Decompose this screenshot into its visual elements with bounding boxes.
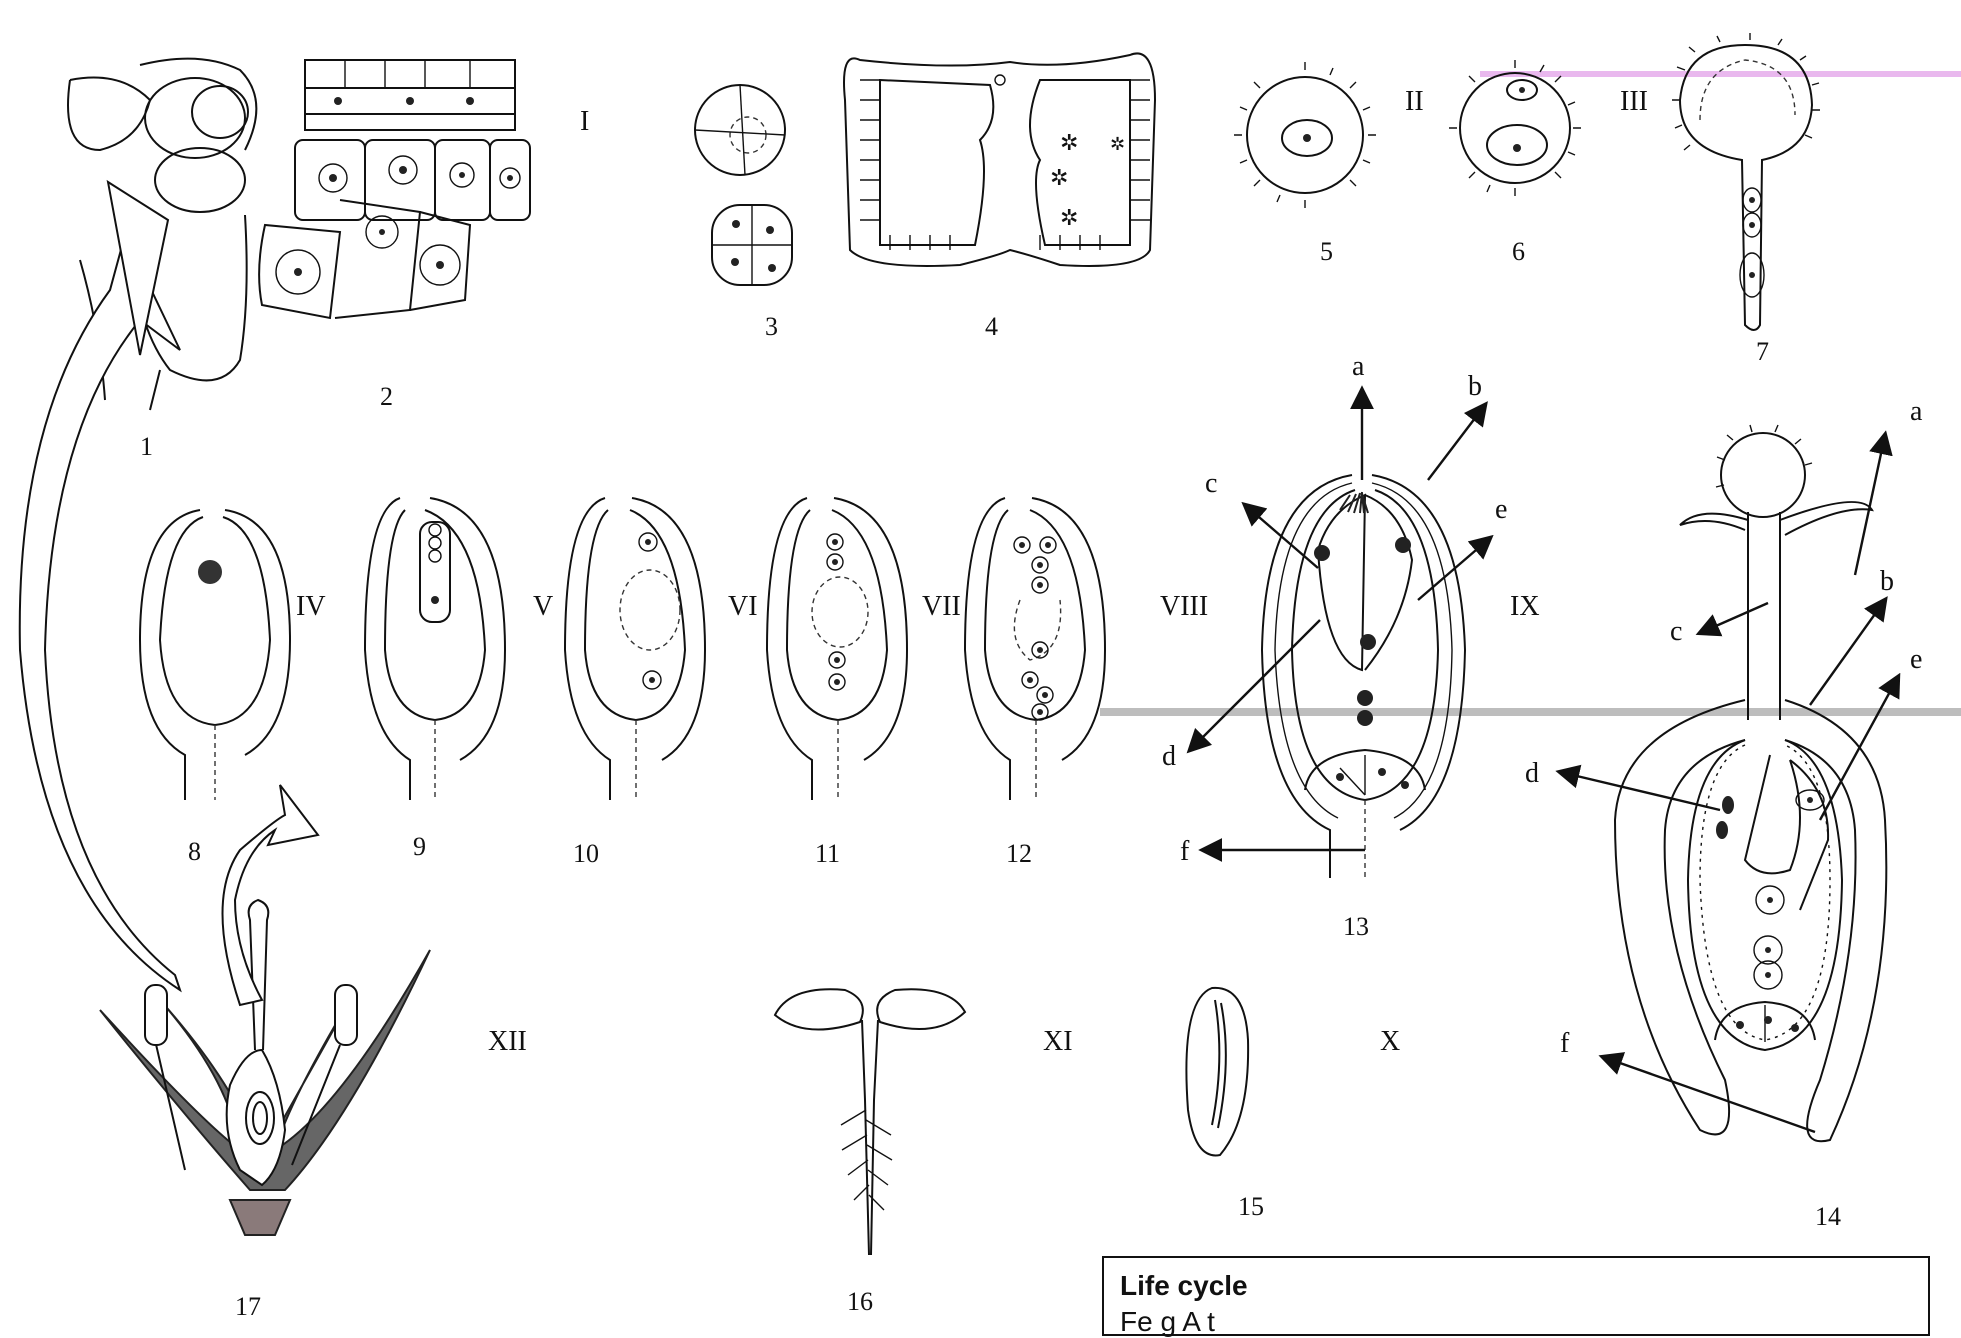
- figure-number-1: 1: [140, 432, 153, 461]
- figure-number-13: 13: [1343, 912, 1369, 941]
- figure-number-12: 12: [1006, 839, 1032, 868]
- svg-text:✲: ✲: [1110, 134, 1125, 154]
- stage-label-I: I: [580, 106, 589, 137]
- svg-text:✲: ✲: [1050, 165, 1068, 190]
- fig13-label-a: a: [1352, 351, 1365, 382]
- stage-label-IX: IX: [1510, 591, 1540, 622]
- figure-number-7: 7: [1756, 337, 1769, 366]
- legend-title: Life cycle: [1120, 1270, 1248, 1302]
- fig11-ovule-four-nucleate: [767, 498, 907, 800]
- figure-number-4: 4: [985, 312, 998, 341]
- stage-label-II: II: [1405, 86, 1424, 117]
- fig6-pollen-two-celled: [1449, 60, 1581, 196]
- figure-number-11: 11: [815, 839, 840, 868]
- fig8-ovule-megaspore-mother-cell: [140, 510, 290, 800]
- fig13-mature-embryo-sac: [1262, 475, 1465, 878]
- stage-label-XI: XI: [1043, 1026, 1073, 1057]
- fig13-label-d: d: [1162, 741, 1176, 772]
- stage-label-VII: VII: [922, 591, 961, 622]
- fig14-label-a: a: [1910, 396, 1923, 427]
- fig2-anther-wall: [259, 60, 530, 318]
- stage-label-VIII: VIII: [1160, 591, 1208, 622]
- fig14-label-f: f: [1560, 1028, 1570, 1059]
- svg-text:✲: ✲: [1060, 130, 1078, 155]
- stage-label-XII: XII: [488, 1026, 527, 1057]
- fig13-label-f: f: [1180, 836, 1190, 867]
- fig7-germinating-pollen: [1672, 33, 1820, 330]
- stage-label-III: III: [1620, 86, 1648, 117]
- stage-label-V: V: [533, 591, 553, 622]
- figure-number-16: 16: [847, 1287, 873, 1316]
- fig14-label-c: c: [1670, 616, 1682, 647]
- figure-number-15: 15: [1238, 1192, 1264, 1221]
- svg-text:✲: ✲: [1060, 205, 1078, 230]
- life-cycle-legend: Life cycle Fe g A t: [1102, 1256, 1930, 1336]
- legend-subtitle: Fe g A t: [1120, 1306, 1215, 1338]
- fig14-label-d: d: [1525, 758, 1539, 789]
- figure-number-8: 8: [188, 837, 201, 866]
- fig14-pointer-lines: [1560, 435, 1898, 1132]
- figure-number-5: 5: [1320, 237, 1333, 266]
- fig4-anther-cross-section: ✲ ✲ ✲ ✲: [844, 53, 1155, 266]
- stage-label-IV: IV: [296, 591, 326, 622]
- fig14-label-b: b: [1880, 566, 1894, 597]
- figure-number-14: 14: [1815, 1202, 1841, 1231]
- fig10-ovule-two-nucleate: [565, 498, 705, 800]
- figure-number-10: 10: [573, 839, 599, 868]
- fig14-fertilization: [1615, 425, 1886, 1141]
- fig9-ovule-megaspore-tetrad: [365, 498, 505, 800]
- fig5-pollen-grain: [1234, 62, 1376, 208]
- fig17-flower: [100, 900, 430, 1235]
- figure-number-9: 9: [413, 832, 426, 861]
- fig13-label-b: b: [1468, 371, 1482, 402]
- stage-label-X: X: [1380, 1026, 1400, 1057]
- fig16-seedling: [775, 989, 965, 1255]
- fig13-label-c: c: [1205, 468, 1217, 499]
- figure-number-2: 2: [380, 382, 393, 411]
- figure-number-6: 6: [1512, 237, 1525, 266]
- fig13-label-e: e: [1495, 494, 1507, 525]
- fig15-seed: [1186, 988, 1248, 1156]
- stage-label-VI: VI: [728, 591, 758, 622]
- figure-number-3: 3: [765, 312, 778, 341]
- fig3-microspore-tetrad: [695, 85, 792, 285]
- fig12-ovule-eight-nucleate: [965, 498, 1105, 800]
- cycle-arrow-17-to-8: [223, 785, 319, 1005]
- figure-number-17: 17: [235, 1292, 261, 1319]
- fig14-label-e: e: [1910, 644, 1922, 675]
